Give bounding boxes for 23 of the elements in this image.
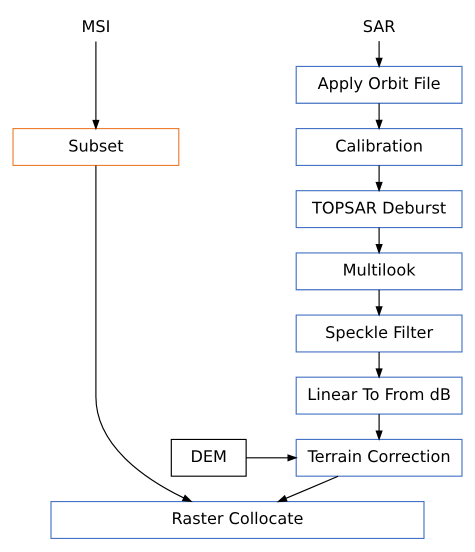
arrow (375, 102, 383, 130)
node-box: Terrain Correction (296, 438, 463, 476)
arrow (276, 475, 338, 502)
node-box: Speckle Filter (296, 314, 463, 352)
node-box: Raster Collocate (50, 500, 425, 538)
arrow (375, 289, 383, 316)
node-box: DEM (170, 438, 247, 476)
node-text: MSI (81, 16, 110, 36)
node-text: SAR (362, 16, 396, 36)
node-box: Calibration (296, 128, 463, 166)
arrow (375, 414, 383, 440)
arrow (246, 454, 298, 461)
arrow (375, 40, 383, 68)
node-box: Apply Orbit File (296, 65, 463, 104)
arrow (92, 41, 100, 130)
arrow (375, 351, 383, 378)
node-box: Subset (12, 128, 180, 166)
arrow (95, 165, 193, 502)
node-box: Multilook (296, 252, 463, 290)
node-box: Linear To From dB (296, 376, 463, 414)
node-box: TOPSAR Deburst (296, 190, 463, 228)
arrow (375, 227, 383, 254)
arrow (375, 164, 383, 192)
